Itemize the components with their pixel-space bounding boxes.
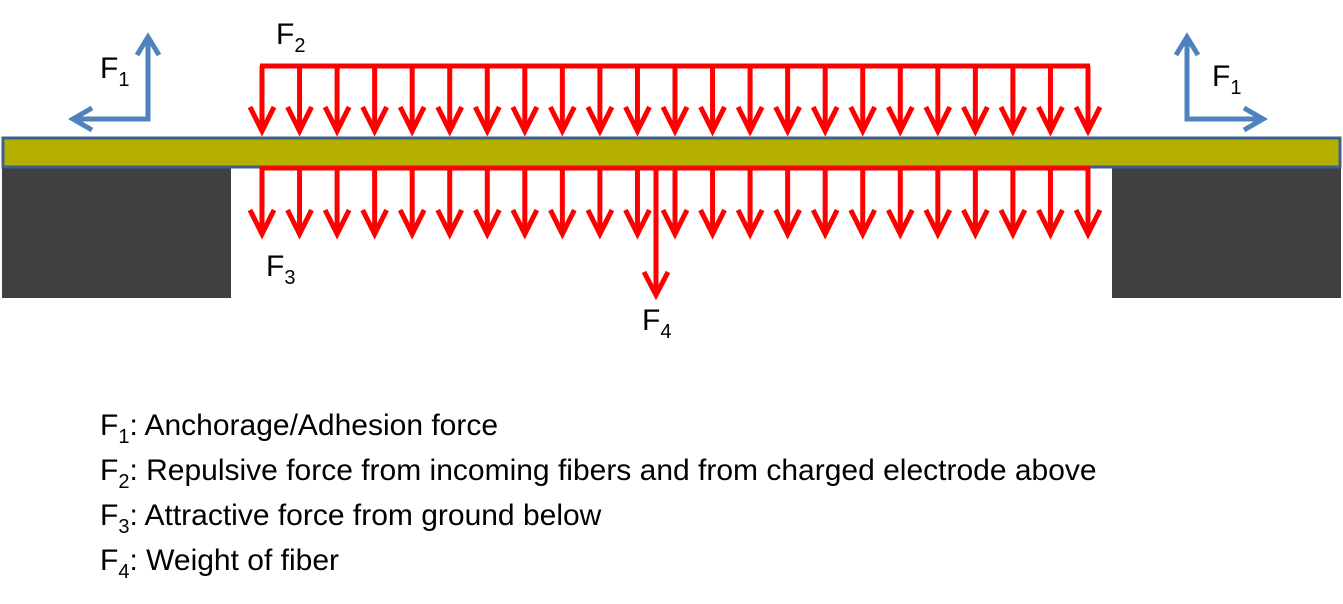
f2-arrow	[923, 66, 953, 137]
f3-arrow	[285, 168, 314, 240]
left-support	[2, 167, 231, 298]
f2-arrow	[435, 66, 464, 137]
f2-arrow	[585, 66, 615, 137]
f3-arrow	[961, 168, 990, 240]
f2-label: F2	[276, 18, 305, 57]
f3-arrow	[247, 168, 277, 240]
f4-weight-arrow	[641, 167, 671, 301]
f4-label: F4	[642, 304, 671, 343]
f3-arrow	[998, 168, 1028, 240]
f3-arrow	[923, 168, 953, 240]
f3-arrow	[435, 168, 464, 240]
f3-arrow	[548, 168, 577, 240]
f2-arrow	[1073, 66, 1103, 137]
f3-arrow	[660, 168, 690, 240]
f1-left-anchor-arrows	[68, 32, 162, 133]
f2-arrow	[660, 66, 690, 137]
f3-arrow	[1036, 168, 1065, 240]
f2-arrow	[360, 66, 389, 137]
f3-label: F3	[266, 250, 295, 289]
f3-arrow	[473, 168, 502, 240]
f3-arrow	[810, 168, 840, 240]
f2-arrow	[998, 66, 1028, 137]
legend-item-f2: F2: Repulsive force from incoming fibers…	[100, 454, 1097, 493]
f3-attractive-arrows	[247, 165, 1103, 240]
f2-arrow	[698, 66, 727, 137]
f2-arrow	[510, 66, 540, 137]
f3-arrow	[623, 168, 652, 240]
f2-arrow	[773, 66, 802, 137]
f2-arrow	[735, 66, 765, 137]
legend-item-f3: F3: Attractive force from ground below	[100, 499, 602, 538]
f2-arrow	[285, 66, 314, 137]
f3-arrow	[1073, 168, 1103, 240]
f2-arrow	[1036, 66, 1065, 137]
f2-arrow	[247, 66, 277, 137]
f2-arrow	[623, 66, 652, 137]
f3-arrow	[698, 168, 727, 240]
right-support	[1112, 167, 1341, 298]
f2-arrow	[397, 66, 427, 137]
f3-arrow	[322, 168, 352, 240]
f2-arrow	[810, 66, 840, 137]
f3-arrow	[773, 168, 802, 240]
legend: F1: Anchorage/Adhesion force F2: Repulsi…	[100, 409, 1097, 583]
f3-arrow	[510, 168, 540, 240]
f2-arrow	[548, 66, 577, 137]
f1-left-label: F1	[100, 52, 129, 91]
f1-right-anchor-arrows	[1173, 32, 1268, 133]
f3-arrow	[397, 168, 427, 240]
fiber-beam	[1, 136, 1342, 169]
f2-arrow	[961, 66, 990, 137]
f3-arrow	[585, 168, 615, 240]
legend-item-f1: F1: Anchorage/Adhesion force	[100, 409, 498, 448]
f2-repulsive-arrows	[247, 63, 1103, 137]
f2-arrow	[473, 66, 502, 137]
f3-arrow	[848, 168, 877, 240]
f3-arrow	[886, 168, 915, 240]
f2-arrow	[322, 66, 352, 137]
f3-arrow	[360, 168, 389, 240]
f2-arrow	[848, 66, 877, 137]
f3-arrow	[735, 168, 765, 240]
f2-arrow	[886, 66, 915, 137]
f1-right-label: F1	[1212, 60, 1241, 99]
legend-item-f4: F4: Weight of fiber	[100, 544, 339, 583]
